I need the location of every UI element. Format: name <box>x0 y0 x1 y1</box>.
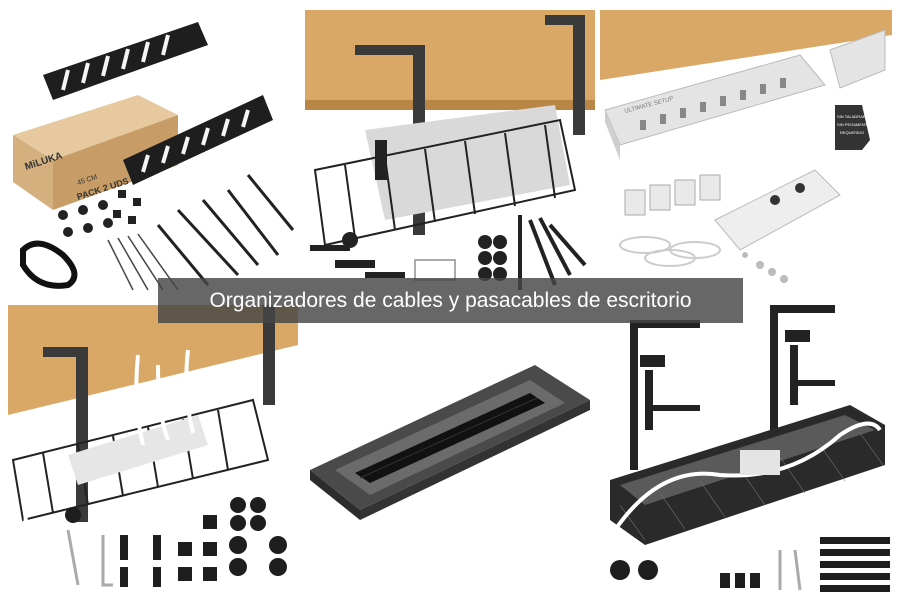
wire-basket-illustration <box>305 10 595 290</box>
product-image-basket-with-cables[interactable] <box>8 305 298 595</box>
mesh-basket-illustration <box>610 305 890 592</box>
cable-trays-illustration: MiLUKA 45 CM PACK 2 UDS <box>13 22 295 291</box>
product-image-brush-grommet[interactable] <box>305 305 595 595</box>
product-image-white-tray[interactable]: ULTIMATE SETUP SIN TALADRAR SIN PEGAMENT… <box>600 10 892 295</box>
tag-line-2: SIN PEGAMENTO <box>837 122 870 127</box>
product-image-wire-basket[interactable] <box>305 10 595 295</box>
image-caption: Organizadores de cables y pasacables de … <box>158 278 743 323</box>
white-tray-illustration: ULTIMATE SETUP SIN TALADRAR SIN PEGAMENT… <box>600 10 892 283</box>
basket-cables-illustration <box>8 305 298 587</box>
tag-line-3: REQUERIDO <box>840 130 864 135</box>
tag-line-1: SIN TALADRAR <box>837 114 866 119</box>
product-image-mesh-basket[interactable] <box>600 305 892 595</box>
product-image-cable-trays-box[interactable]: MiLUKA 45 CM PACK 2 UDS <box>8 10 298 295</box>
brush-grommet-illustration <box>310 365 590 520</box>
